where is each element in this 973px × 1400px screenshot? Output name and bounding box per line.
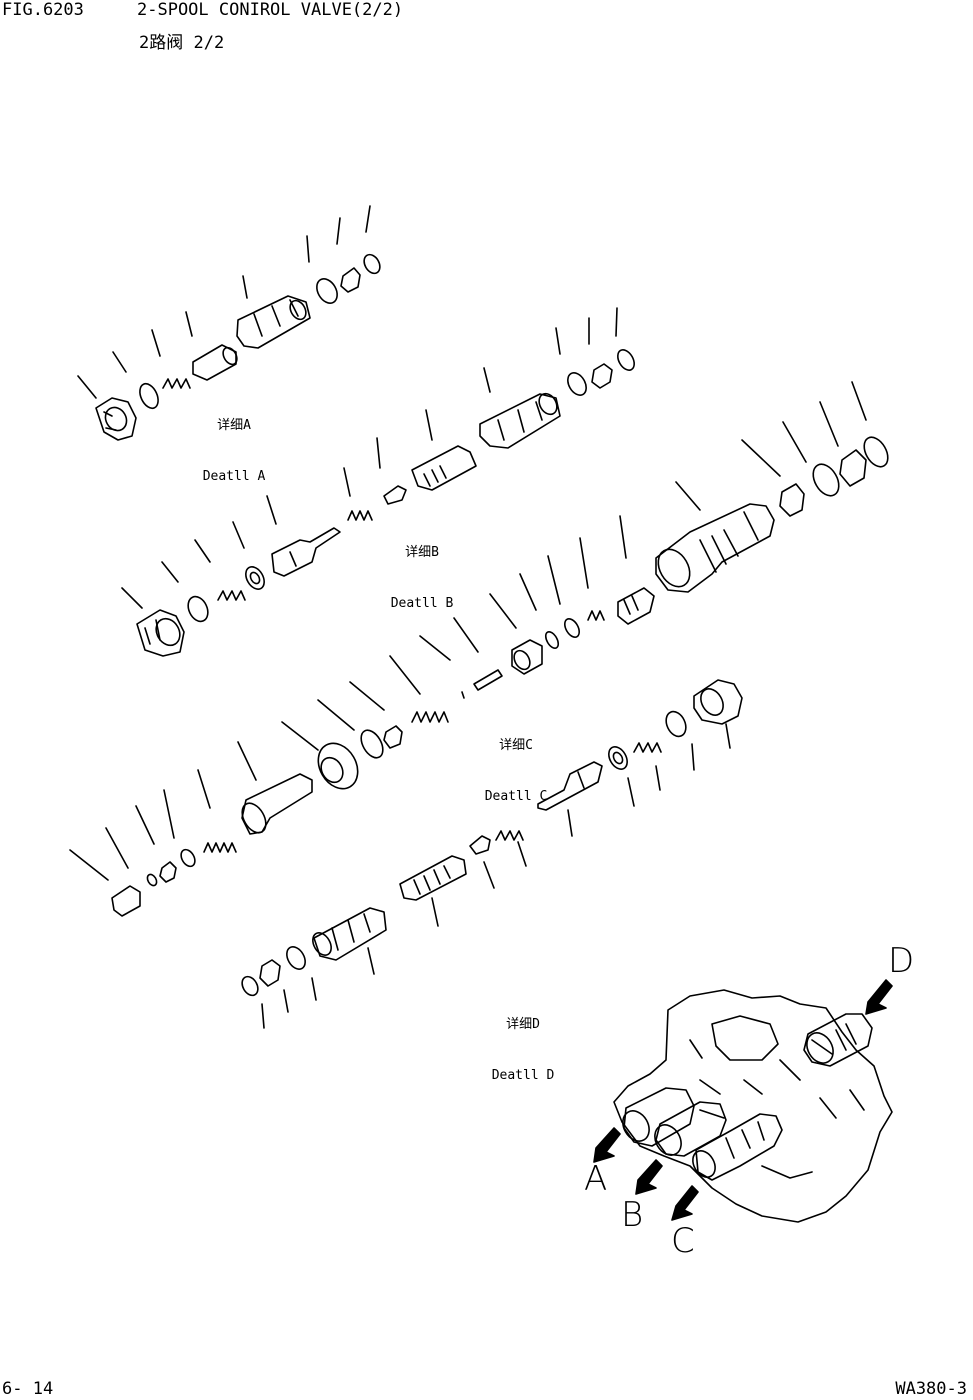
- model-number: WA380-3: [895, 1379, 967, 1399]
- detail-c-assembly: [70, 382, 893, 916]
- detail-a-assembly: [78, 206, 383, 440]
- detail-b-label-en: Deatll B: [390, 596, 454, 611]
- callout-c: C: [671, 1221, 695, 1261]
- detail-a-label-en: Deatll A: [202, 469, 266, 484]
- figure-title-cn: 2路阀 2/2: [139, 33, 225, 53]
- detail-c-label: 详细C Deatll C: [480, 706, 552, 821]
- figure-title-en: 2-SPOOL CONIROL VALVE(2/2): [137, 0, 404, 20]
- page-number: 6- 14: [2, 1379, 54, 1399]
- detail-c-label-cn: 详细C: [499, 738, 533, 753]
- callout-d: D: [888, 941, 915, 981]
- callout-b: B: [621, 1195, 644, 1235]
- detail-b-label: 详细B Deatll B: [386, 513, 458, 628]
- detail-d-label-en: Deatll D: [491, 1068, 555, 1083]
- detail-a-label-cn: 详细A: [217, 418, 251, 433]
- callout-a: A: [584, 1159, 608, 1199]
- detail-a-label: 详细A Deatll A: [198, 386, 270, 501]
- detail-d-assembly: [239, 680, 742, 1028]
- detail-b-label-cn: 详细B: [405, 545, 439, 560]
- detail-d-label: 详细D Deatll D: [487, 985, 559, 1100]
- detail-b-assembly: [122, 308, 638, 656]
- valve-block-illustration: [594, 980, 892, 1222]
- detail-d-label-cn: 详细D: [506, 1017, 540, 1032]
- detail-c-label-en: Deatll C: [484, 789, 548, 804]
- figure-number: FIG.6203: [2, 0, 84, 20]
